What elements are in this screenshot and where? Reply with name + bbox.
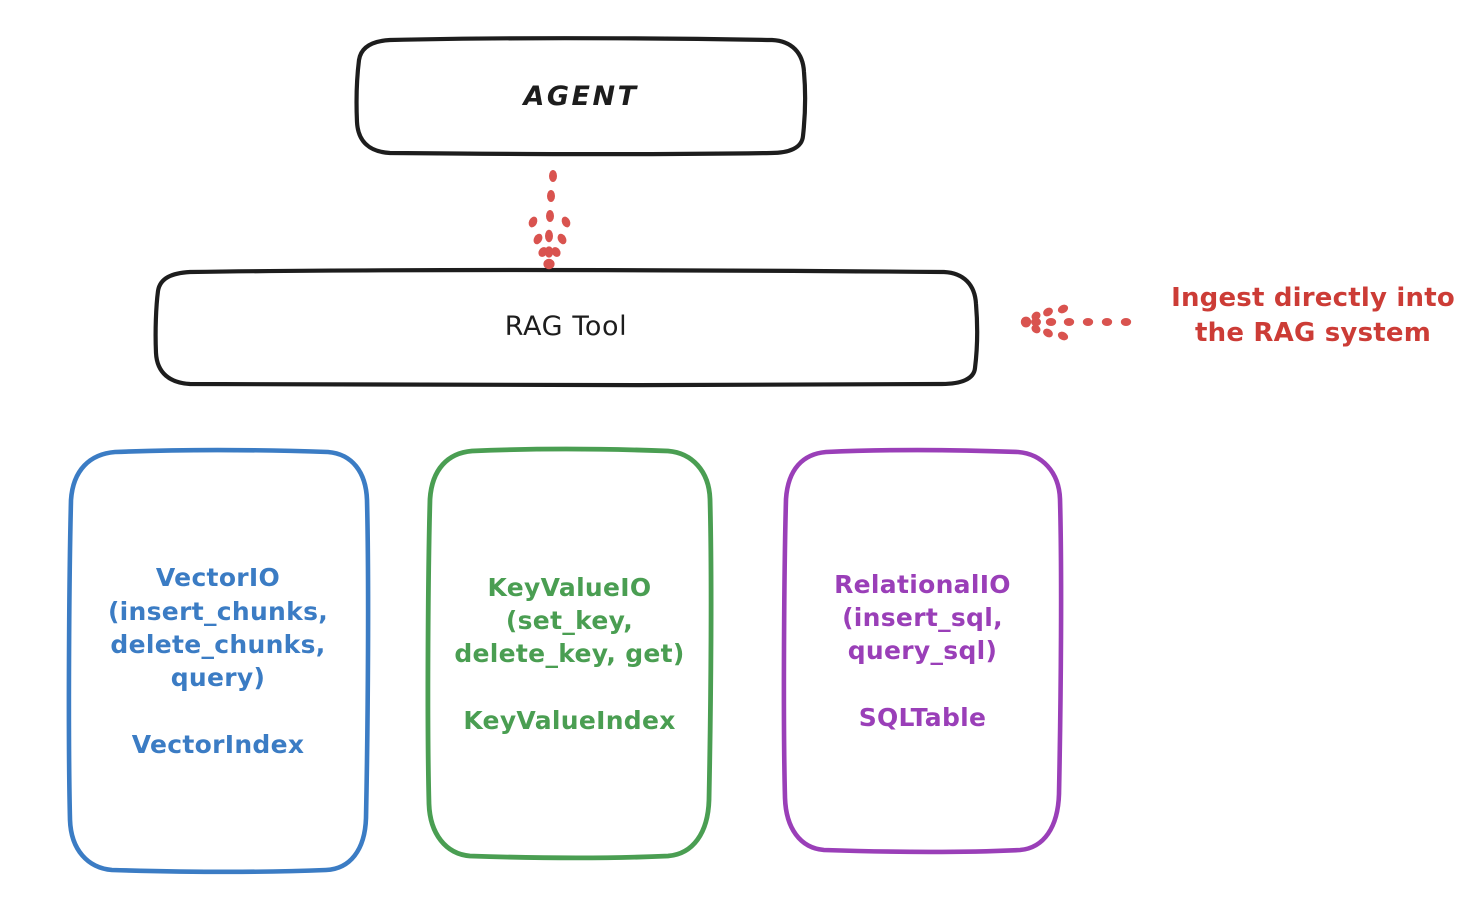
rag-tool-box-outline — [153, 268, 980, 388]
agent-box-outline — [354, 36, 808, 157]
relationalio-label: RelationalIO (insert_sql, query_sql) SQL… — [834, 569, 1011, 732]
ingest-to-rag-arrow — [1020, 304, 1132, 341]
agent-node[interactable]: AGENT — [357, 39, 805, 154]
agent-to-rag-arrow — [528, 170, 571, 270]
keyvalueio-node[interactable]: KeyValueIO (set_key, delete_key, get) Ke… — [428, 450, 711, 858]
relationalio-node[interactable]: RelationalIO (insert_sql, query_sql) SQL… — [784, 450, 1061, 852]
keyvalueio-label: KeyValueIO (set_key, delete_key, get) Ke… — [454, 572, 685, 735]
vectorio-node[interactable]: VectorIO (insert_chunks, delete_chunks, … — [69, 450, 367, 872]
rag-tool-node[interactable]: RAG Tool — [156, 271, 976, 383]
vectorio-label: VectorIO (insert_chunks, delete_chunks, … — [107, 563, 329, 759]
agent-label: AGENT — [523, 80, 639, 112]
vectorio-box-outline — [66, 447, 371, 875]
relationalio-box-outline — [781, 447, 1064, 855]
ingest-annotation-text: Ingest directly into the RAG system — [1171, 283, 1455, 348]
rag-tool-label: RAG Tool — [504, 311, 628, 343]
keyvalueio-box-outline — [425, 446, 714, 861]
